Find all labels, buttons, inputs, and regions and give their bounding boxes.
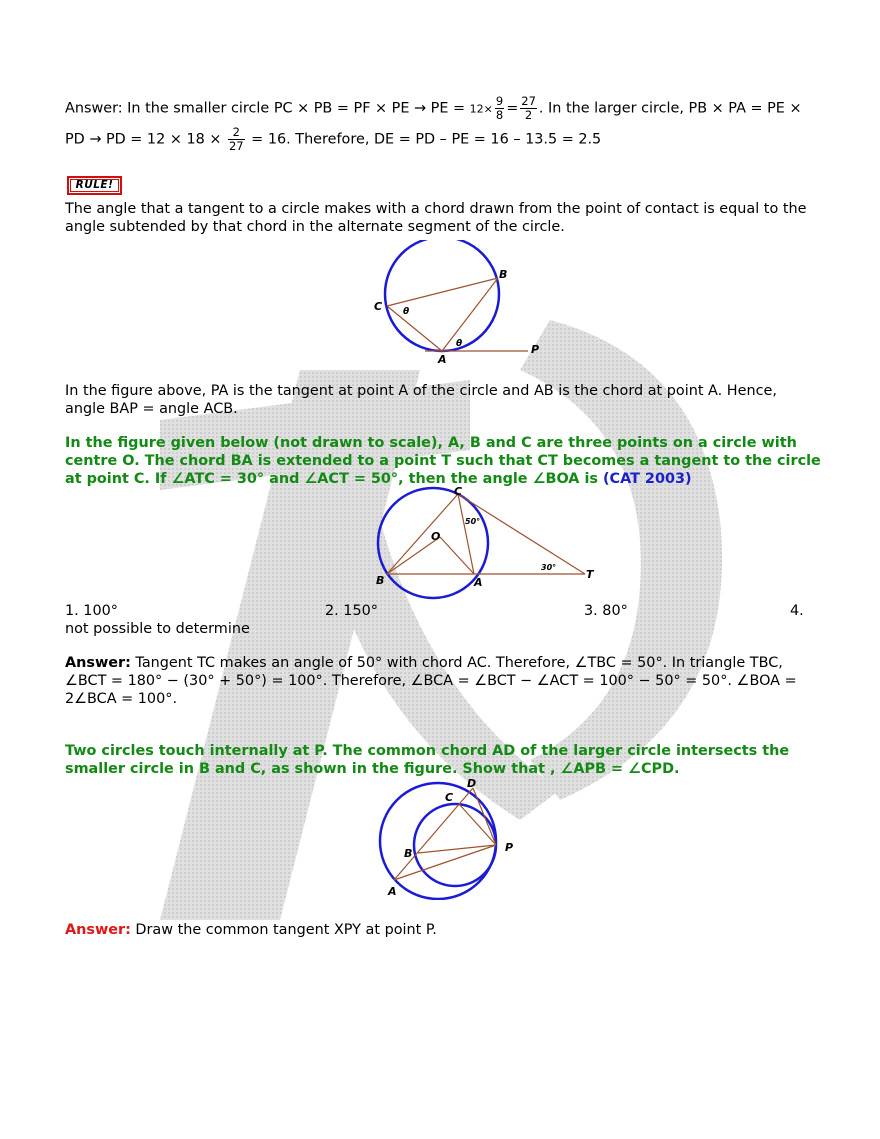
- answer2-text1: Tangent TC makes an angle of 50° with ch…: [130, 655, 783, 671]
- answer1-text-d: = 16. Therefore, DE = PD – PE = 16 – 13.…: [246, 131, 602, 148]
- figure1-label-a: A: [437, 353, 447, 366]
- answer2-line3: 2∠BCA = 100°.: [65, 691, 178, 707]
- answer2-label: Answer:: [65, 655, 131, 671]
- question1-source: (CAT 2003): [602, 471, 692, 487]
- figure1-label-b: B: [499, 268, 507, 281]
- answer1-frac-prefix: 12×: [469, 102, 493, 116]
- figure1-label-theta-a: θ: [456, 339, 462, 349]
- figure3-line-pb: [417, 844, 497, 854]
- figure2-line-ca: [457, 493, 475, 575]
- question2-line1: Two circles touch internally at P. The c…: [65, 743, 790, 759]
- figure1-chord-ab: [441, 277, 499, 352]
- figure-cat-2003: C 50° O 30° T B A: [376, 485, 595, 600]
- figure2-circle: [376, 486, 490, 600]
- question1-line3: at point C. If ∠ATC = 30° and ∠ACT = 50°…: [65, 471, 692, 487]
- figure1-caption-line1: In the figure above, PA is the tangent a…: [65, 383, 777, 399]
- rule-text-line1: The angle that a tangent to a circle mak…: [65, 201, 807, 217]
- figure2-label-30: 30°: [541, 563, 556, 572]
- figure3-chord-ad: [393, 787, 474, 881]
- option-1: 1. 100°: [65, 603, 118, 619]
- figure2-label-50: 50°: [465, 517, 480, 526]
- figure1-chord-cb: [386, 277, 499, 307]
- answer2-line2: ∠BCT = 180° − (30° + 50°) = 100°. Theref…: [65, 673, 797, 689]
- figure-internal-circles: D C B P A: [378, 777, 513, 900]
- option-4-text: not possible to determine: [65, 621, 250, 637]
- answer3-text: Draw the common tangent XPY at point P.: [130, 922, 437, 938]
- answer1-line1: Answer: In the smaller circle PC × PB = …: [65, 95, 802, 122]
- figure2-label-a: A: [473, 576, 483, 589]
- option-2: 2. 150°: [325, 603, 378, 619]
- answer2-line1: Answer: Tangent TC makes an angle of 50°…: [65, 655, 783, 671]
- answer1-text-a: Answer: In the smaller circle PC × PB = …: [65, 100, 470, 117]
- answer1-equals: =: [506, 100, 519, 117]
- figure1-label-p: P: [531, 343, 539, 356]
- figure1-chord-ca: [386, 305, 443, 352]
- answer1-text-b: . In the larger circle, PB × PA = PE ×: [538, 100, 802, 117]
- question1-text: at point C. If ∠ATC = 30° and ∠ACT = 50°…: [65, 471, 603, 487]
- figure3-label-b: B: [404, 847, 412, 860]
- figure2-line-ct: [457, 493, 586, 575]
- question1-line1: In the figure given below (not drawn to …: [65, 435, 797, 451]
- rule-badge: RULE!: [67, 176, 122, 195]
- answer1-text-c: PD → PD = 12 × 18 ×: [65, 131, 226, 148]
- rule-text-line2: angle subtended by that chord in the alt…: [65, 219, 565, 235]
- figure2-label-b: B: [376, 574, 384, 587]
- figure3-line-pa: [393, 844, 497, 881]
- figure-tangent-chord: B C θ θ A P: [374, 240, 539, 366]
- figure2-line-oa: [439, 536, 475, 575]
- option-3: 3. 80°: [584, 603, 628, 619]
- figure2-label-o: O: [431, 530, 440, 543]
- question2-line2: smaller circle in B and C, as shown in t…: [65, 761, 680, 777]
- figure3-label-c: C: [445, 791, 453, 804]
- figure3-line-pc: [458, 803, 497, 846]
- figure2-label-c: C: [454, 485, 462, 498]
- figure2-line-cb: [386, 493, 459, 575]
- answer3-line: Answer: Draw the common tangent XPY at p…: [65, 922, 437, 938]
- option-4-number: 4.: [790, 603, 804, 619]
- figure1-caption-line2: angle BAP = angle ACB.: [65, 401, 238, 417]
- figure1-label-c: C: [374, 300, 382, 313]
- figure1-label-theta-c: θ: [403, 307, 409, 317]
- figure3-label-d: D: [467, 777, 476, 790]
- figure1-circle: [383, 240, 501, 353]
- figure2-label-t: T: [586, 568, 595, 581]
- figure3-label-p: P: [505, 841, 513, 854]
- question1-line2: centre O. The chord BA is extended to a …: [65, 453, 821, 469]
- figure3-label-a: A: [387, 885, 397, 898]
- figure3-small-circle: [412, 802, 498, 888]
- figure3-line-pd: [472, 787, 497, 846]
- answer3-label: Answer:: [65, 922, 131, 938]
- figure2-line-ob: [386, 536, 441, 575]
